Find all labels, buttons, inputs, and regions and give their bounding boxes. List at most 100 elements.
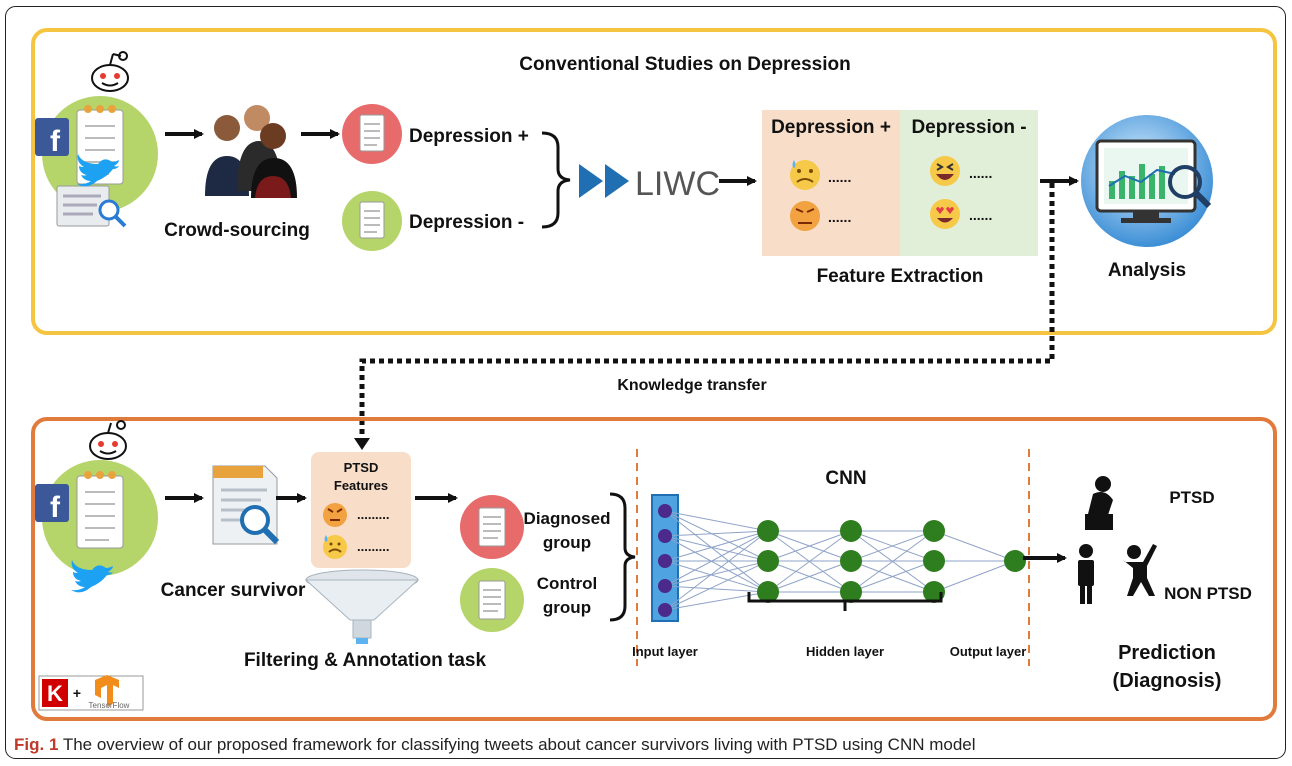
- document-search-icon: [212, 465, 280, 545]
- nn-edge: [850, 560, 935, 593]
- nn-edge: [850, 530, 935, 562]
- analysis-label: Analysis: [1108, 260, 1186, 281]
- top-brace: [541, 131, 571, 229]
- input-layer-label: Input layer: [632, 644, 698, 659]
- feature-positive-box: [762, 110, 900, 256]
- non-ptsd-label: NON PTSD: [1164, 584, 1252, 603]
- hidden-node: [840, 520, 862, 542]
- non-ptsd-people-icon: [1078, 544, 1157, 604]
- input-node: [658, 554, 672, 568]
- crowd-people-icon: [205, 105, 297, 198]
- sad-sweat-emoji-icon: [323, 535, 347, 559]
- ptsd-person-icon: [1085, 476, 1113, 530]
- nn-edge: [664, 510, 769, 562]
- laughing-emoji-icon: [930, 156, 960, 186]
- ptsd-dots-1: .........: [357, 507, 390, 522]
- svg-text:f: f: [50, 491, 61, 524]
- nn-edge: [664, 530, 769, 611]
- hidden-node: [757, 550, 779, 572]
- input-node: [658, 504, 672, 518]
- knowledge-transfer-arrowhead: [354, 438, 370, 450]
- knowledge-transfer-path: [359, 183, 1055, 438]
- crowd-sourcing-label: Crowd-sourcing: [164, 220, 310, 241]
- ptsd-label: PTSD: [1169, 488, 1214, 507]
- control-line2: group: [543, 598, 591, 617]
- nn-edge: [664, 560, 769, 587]
- input-node: [658, 529, 672, 543]
- control-line1: Control: [537, 574, 597, 593]
- top-panel-frame: [31, 28, 1277, 335]
- hidden-layer-label: Hidden layer: [806, 644, 884, 659]
- liwc-logo: [579, 164, 629, 198]
- heart-eyes-emoji-icon: [930, 199, 960, 229]
- feature-positive-header: Depression +: [771, 117, 891, 138]
- nn-connections: [664, 510, 1016, 611]
- depression-positive-label: Depression +: [409, 126, 529, 147]
- cnn-label: CNN: [825, 468, 866, 489]
- prediction-line1: Prediction: [1118, 642, 1216, 664]
- framework-diagram: Conventional Studies on Depression f: [5, 6, 1286, 759]
- nn-edge: [664, 535, 769, 562]
- nn-edge: [767, 560, 852, 593]
- sad-sweat-emoji-icon: [790, 160, 820, 190]
- nn-edge: [850, 530, 935, 593]
- nn-edge: [664, 560, 769, 611]
- dots-4: ......: [969, 207, 992, 223]
- output-layer-label: Output layer: [950, 644, 1027, 659]
- nn-edge: [664, 510, 769, 593]
- svg-text:+: +: [73, 685, 81, 701]
- nn-nodes: [658, 504, 1026, 617]
- tensorflow-text: TensorFlow: [89, 701, 130, 710]
- nn-edge: [664, 530, 769, 562]
- ptsd-dots-2: .........: [357, 539, 390, 554]
- knowledge-transfer-label: Knowledge transfer: [617, 377, 766, 394]
- social-sources-top: f: [35, 51, 158, 228]
- depression-negative-label: Depression -: [409, 212, 524, 233]
- keras-tensorflow-logo: K + TensorFlow: [38, 675, 144, 711]
- caption-text: The overview of our proposed framework f…: [62, 735, 976, 754]
- input-node: [658, 603, 672, 617]
- filtering-label: Filtering & Annotation task: [244, 650, 487, 671]
- depression-positive-node: [342, 104, 402, 164]
- liwc-label: LIWC: [635, 165, 720, 203]
- output-node: [1004, 550, 1026, 572]
- nn-edge: [933, 560, 1016, 593]
- input-node: [658, 579, 672, 593]
- nn-edge: [664, 530, 769, 537]
- facebook-icon: f: [35, 118, 69, 158]
- nn-edge: [767, 530, 852, 593]
- nn-edge: [664, 510, 769, 532]
- caption-prefix: Fig. 1: [14, 735, 59, 754]
- nn-edge: [664, 535, 769, 593]
- funnel-icon: [304, 569, 420, 644]
- bottom-brace: [609, 492, 636, 622]
- ptsd-features-line1: PTSD: [344, 460, 379, 475]
- facebook-icon: f: [35, 484, 69, 524]
- keras-letter: K: [47, 681, 63, 706]
- reddit-icon: [89, 420, 127, 460]
- dots-1: ......: [828, 169, 851, 185]
- hidden-node: [923, 550, 945, 572]
- nn-edge: [664, 585, 769, 593]
- cancer-survivor-label: Cancer survivor: [161, 580, 306, 601]
- figure-border: [5, 6, 1286, 759]
- reddit-icon: [91, 51, 129, 92]
- hidden-node: [757, 581, 779, 603]
- dots-2: ......: [828, 209, 851, 225]
- angry-emoji-icon: [790, 201, 820, 231]
- prediction-line2: (Diagnosis): [1113, 670, 1222, 692]
- nn-edge: [933, 530, 1016, 562]
- nn-edge: [664, 591, 769, 611]
- feature-extraction-label: Feature Extraction: [817, 266, 984, 287]
- ptsd-features-line2: Features: [334, 478, 388, 493]
- feature-negative-box: [900, 110, 1038, 256]
- angry-emoji-icon: [323, 503, 347, 527]
- twitter-icon: [77, 154, 119, 187]
- hidden-node: [757, 520, 779, 542]
- hidden-node: [840, 550, 862, 572]
- nn-edge: [664, 530, 769, 587]
- hidden-node: [923, 520, 945, 542]
- nn-edge: [767, 530, 852, 562]
- diagnosed-group-node: [460, 495, 524, 559]
- diagnosed-line1: Diagnosed: [524, 509, 611, 528]
